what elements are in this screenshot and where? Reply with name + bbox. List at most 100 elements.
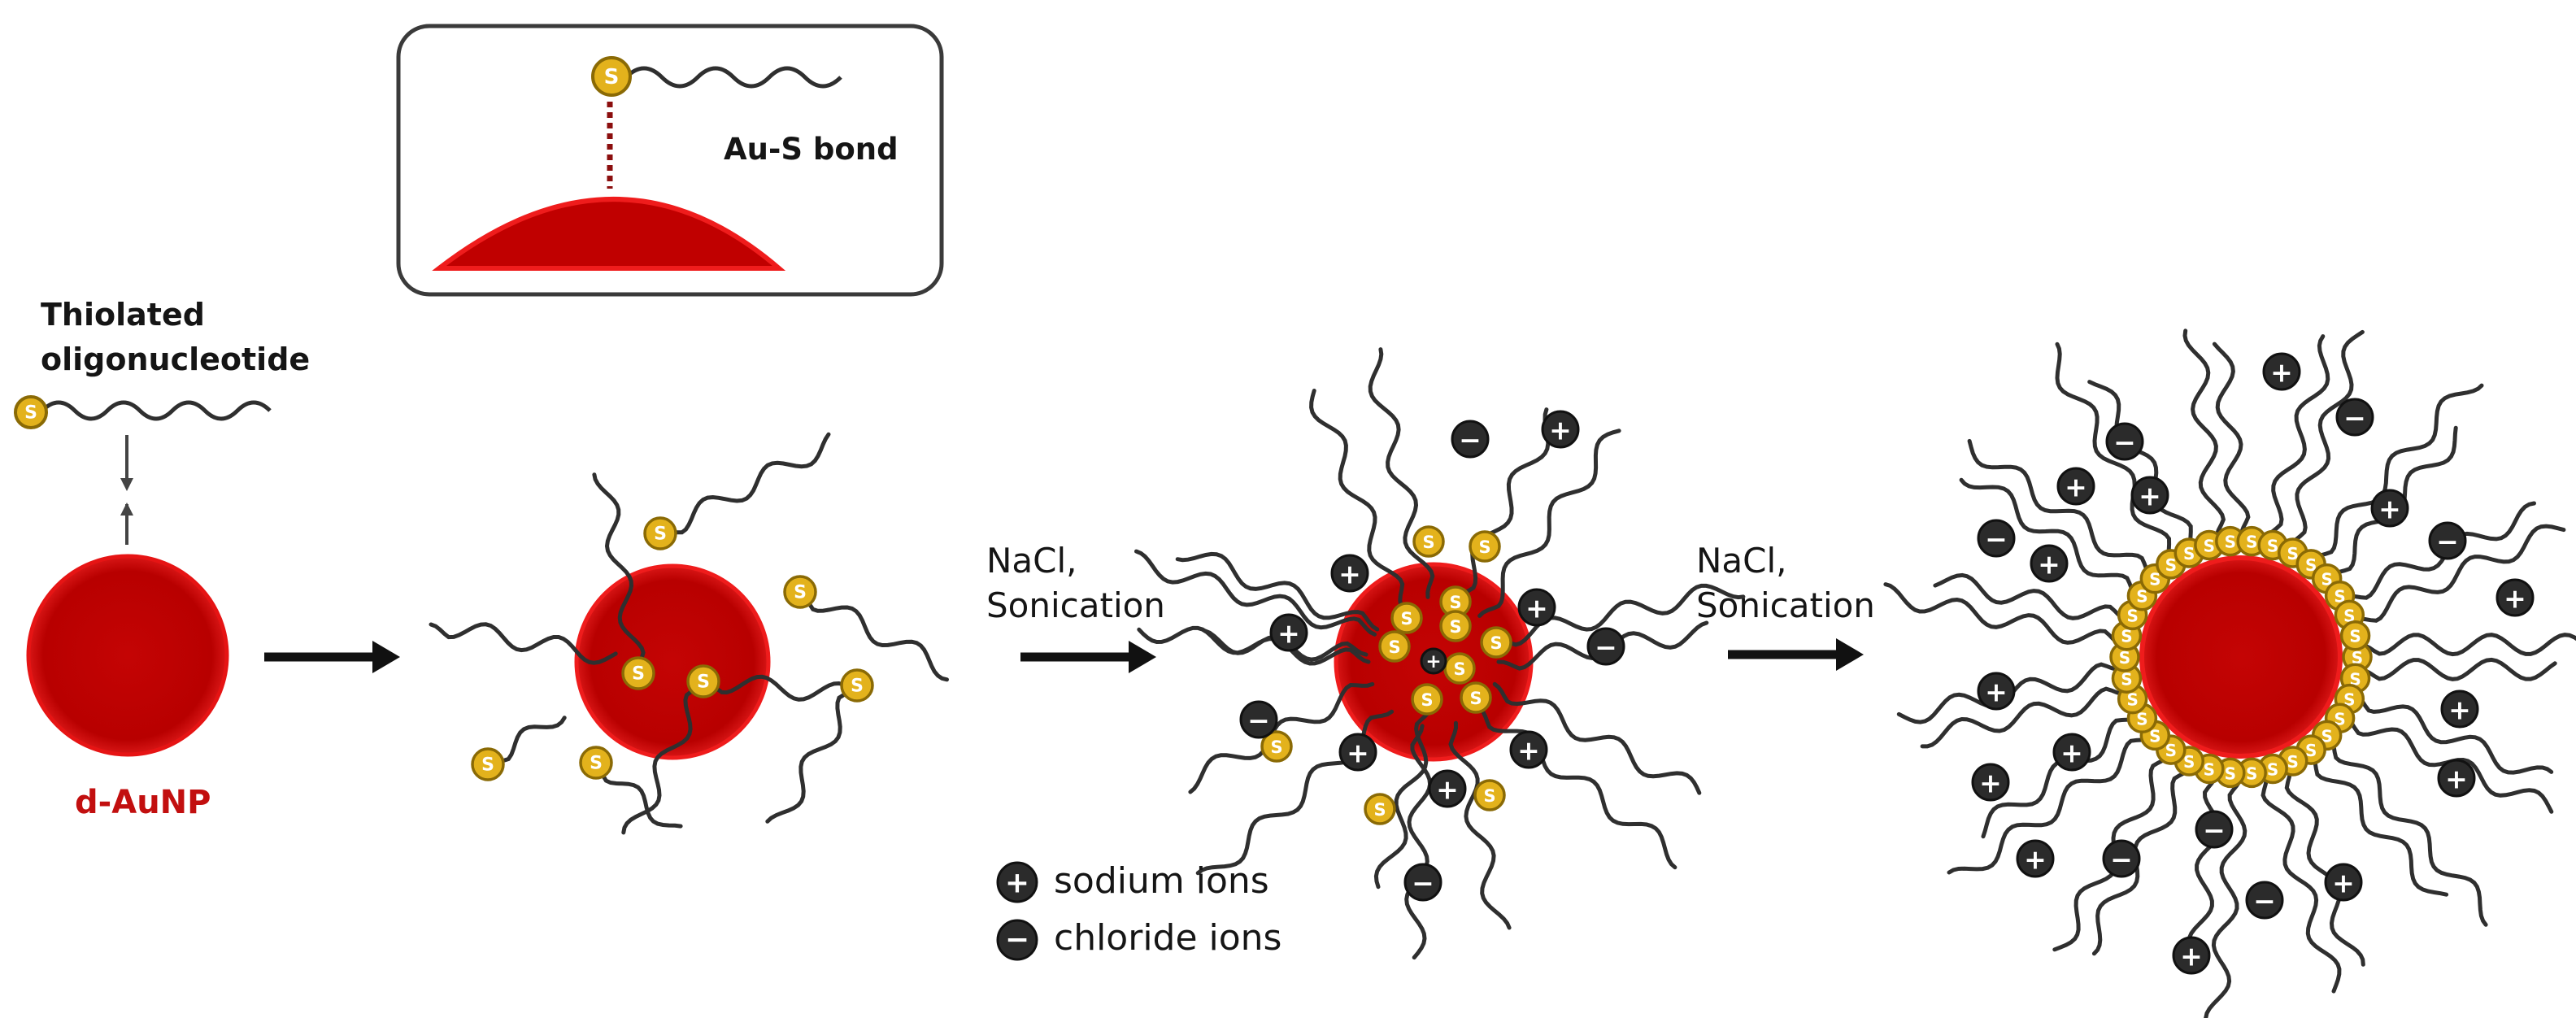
sodium-ion-icon: + [1330,554,1369,593]
svg-text:S: S [2121,669,2132,689]
thiol-icon: S [686,664,720,698]
svg-text:+: + [2378,494,2401,525]
svg-text:S: S [2352,648,2363,668]
svg-text:+: + [1425,651,1441,672]
svg-text:−: − [2113,427,2136,459]
oligonucleotide-strand [1959,477,2140,599]
chloride-ion-icon: − [2245,881,2284,920]
thiol-icon: S [783,575,817,609]
thiol-icon: S [2215,525,2246,557]
svg-text:−: − [2203,815,2226,846]
svg-text:+: + [1005,867,1029,900]
thiol-label-line-1: Thiolated [41,297,205,333]
sodium-ion-icon: + [2496,578,2535,617]
oligonucleotide-strand [2308,751,2449,897]
svg-text:S: S [590,754,603,774]
thiol-label-line-2: oligonucleotide [41,342,311,377]
oligonucleotide-strand [1883,582,2125,647]
thiol-icon: S [1460,681,1492,714]
svg-text:+: + [2024,844,2047,876]
svg-text:S: S [2149,570,2160,589]
svg-text:+: + [1436,774,1459,806]
gold-nanoparticle [574,563,771,760]
oligonucleotide-strand [1477,429,1621,618]
svg-text:S: S [1449,617,1461,637]
svg-text:S: S [851,676,864,697]
oligonucleotide-strand [2204,774,2247,1018]
sodium-ion-icon: + [2056,467,2095,506]
thiol-icon: S [1443,652,1476,685]
oligonucleotide-strand [1453,407,1551,603]
svg-text:S: S [2183,752,2195,772]
svg-text:S: S [2165,555,2177,575]
svg-text:−: − [1595,632,1617,663]
thiol-icon: S [1412,525,1445,558]
thiol-icon: S [1411,683,1443,716]
chloride-ion-icon: − [2335,398,2374,437]
svg-text:S: S [2119,648,2130,668]
sodium-ion-icon: + [1541,410,1580,449]
oligonucleotide-strand [1175,551,1380,632]
svg-text:S: S [1373,800,1386,820]
svg-text:S: S [2287,544,2299,563]
svg-text:−: − [1412,868,1434,899]
sodium-ion-icon: + [1338,733,1377,772]
svg-text:S: S [2136,709,2147,729]
legend-chloride-label: chloride ions [1054,917,1282,959]
svg-text:S: S [1422,533,1434,552]
svg-text:S: S [1388,637,1400,657]
oligonucleotide-strand [2357,657,2557,681]
oligonucleotide-strand [592,472,646,676]
oligonucleotide-strand [2055,342,2174,563]
thiol-icon: S [2339,620,2371,651]
svg-text:+: + [2065,472,2087,503]
chloride-ion-icon: − [1586,627,1625,666]
oligonucleotide-strand [594,760,683,829]
svg-text:+: + [2038,549,2060,581]
sodium-ion-icon: + [1977,672,2016,711]
sodium-ion-icon: + [1517,588,1556,627]
arrow-2 [1020,641,1156,673]
chloride-ion-icon: − [1239,700,1278,739]
svg-text:S: S [1400,609,1412,629]
svg-text:+: + [1549,415,1572,446]
step-2-label-line-1: NaCl, [1696,541,1787,581]
sodium-ion-icon: + [1420,647,1447,675]
thiol-icon: S [2109,642,2140,672]
chloride-ion-icon: − [1451,420,1490,459]
svg-text:S: S [2149,726,2160,746]
step-1-label-line-2: Sonication [986,585,1165,625]
inset-box: S [396,24,944,297]
legend-sodium-label: sodium ions [1054,860,1269,902]
oligonucleotide-strand [701,674,859,702]
svg-text:S: S [2246,533,2257,552]
svg-text:S: S [1270,737,1282,757]
step-2-label-line-2: Sonication [1696,585,1875,625]
svg-text:−: − [2343,402,2366,434]
svg-text:S: S [24,403,37,424]
svg-text:S: S [2225,533,2236,552]
oligonucleotide-strand [798,589,949,682]
sodium-ion-icon: + [2172,936,2211,975]
oligonucleotide-strand [1448,720,1512,930]
oligonucleotide-strand [2212,342,2251,540]
svg-text:S: S [2183,544,2195,563]
svg-text:S: S [1449,593,1461,612]
sodium-ion-icon: + [2030,544,2069,583]
oligonucleotide-strand [1404,724,1433,960]
bare-gold-nanoparticle [26,554,229,757]
oligonucleotide-strand [2352,524,2566,623]
approach-arrows [120,435,133,545]
svg-text:+: + [2504,583,2526,615]
svg-text:+: + [1979,768,2002,799]
legend-sodium-icon: + [996,861,1038,903]
gold-nanoparticle [2139,555,2343,759]
oligonucleotide-strand [1373,705,1434,890]
svg-text:+: + [1338,559,1361,590]
svg-text:−: − [2436,526,2459,558]
oligonucleotide-strand [2327,734,2488,927]
svg-text:+: + [1277,618,1300,650]
oligonucleotide-strand [1947,734,2155,875]
svg-text:S: S [481,755,494,776]
